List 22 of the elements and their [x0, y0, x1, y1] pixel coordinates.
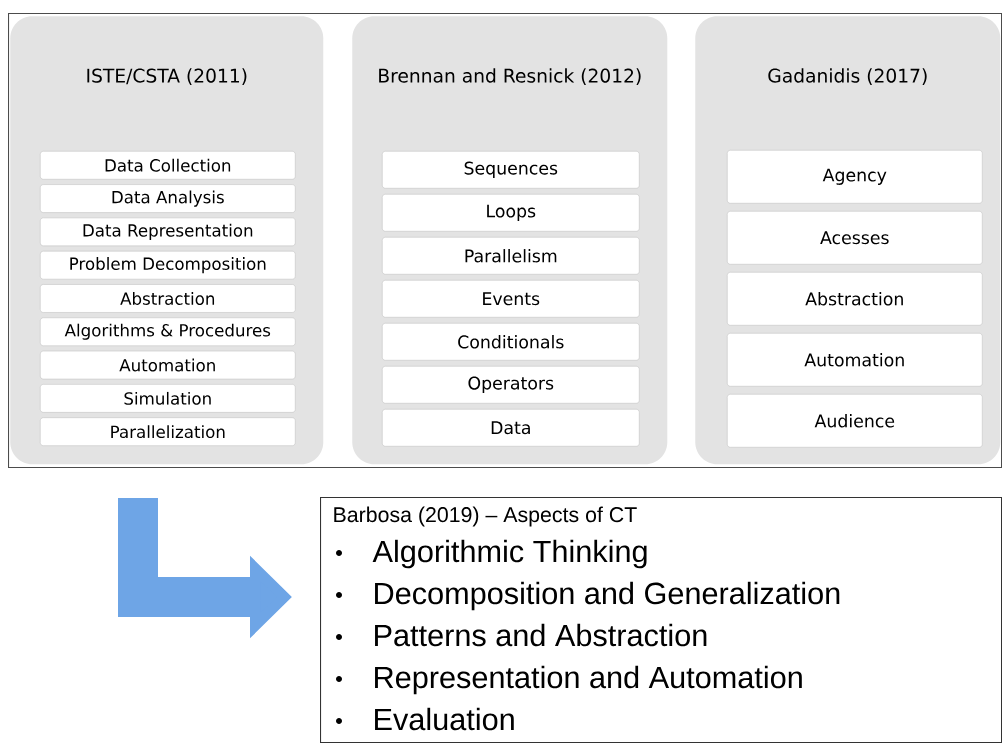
item-box: Abstraction: [727, 272, 983, 326]
item-box: Operators: [382, 366, 640, 404]
item-box: Conditionals: [382, 323, 640, 361]
item-box: Algorithms & Procedures: [40, 317, 296, 347]
item-box: Simulation: [40, 384, 296, 413]
item-box: Automation: [40, 350, 296, 380]
item-box: Events: [382, 280, 640, 318]
item-box: Loops: [382, 194, 640, 232]
item-box: Parallelization: [40, 417, 296, 446]
item-box: Abstraction: [40, 284, 296, 313]
list-box: Barbosa (2019) – Aspects of CT Algorithmic Thinking Decomposition and Generalization Patterns and Abstraction Representation and Automation Evaluation: [320, 497, 1002, 743]
item-box: Agency: [727, 150, 983, 204]
item-box: Data Analysis: [40, 184, 296, 213]
item-box: Acesses: [727, 211, 983, 265]
item-box: Parallelism: [382, 237, 640, 275]
item-box: Sequences: [382, 151, 640, 189]
item-box: Data Representation: [40, 217, 296, 247]
item-box: Audience: [727, 394, 983, 448]
item-box: Automation: [727, 333, 983, 387]
item-box: Problem Decomposition: [40, 250, 296, 280]
item-box: Data Collection: [40, 151, 296, 180]
item-box: Data: [382, 409, 640, 447]
